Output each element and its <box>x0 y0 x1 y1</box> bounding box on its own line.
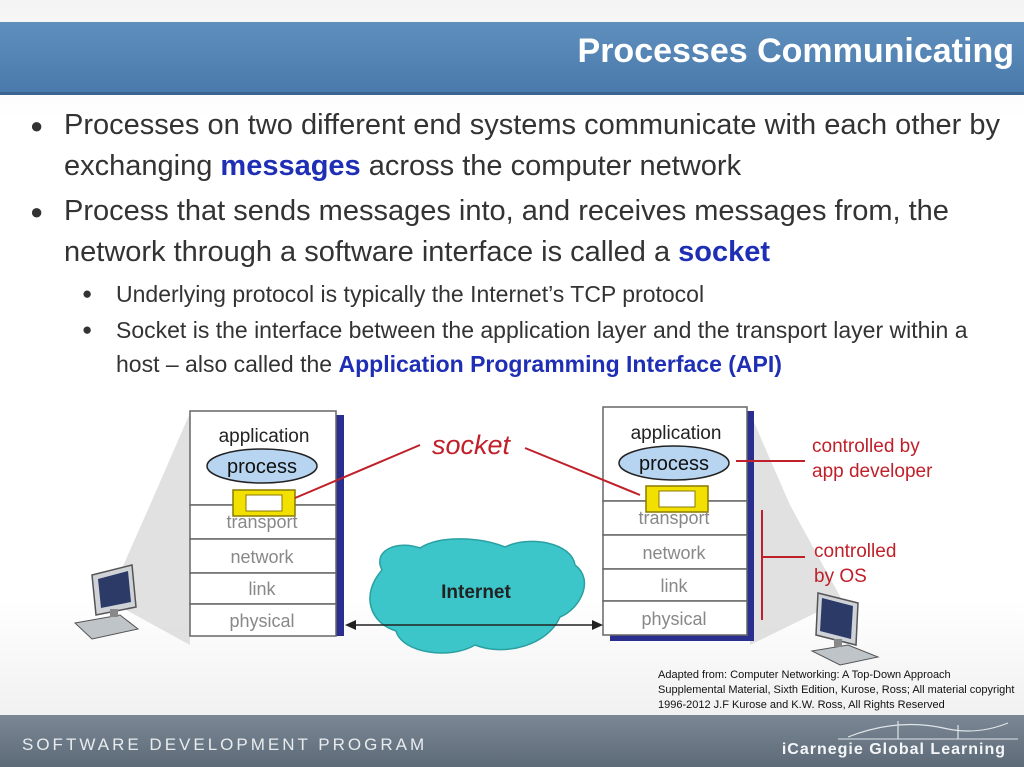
right-computer-icon <box>810 592 880 666</box>
right-socket-icon <box>645 485 709 513</box>
bullet-2: ● Process that sends messages into, and … <box>30 191 1000 273</box>
footer-brand-logo: iCarnegie Global Learning <box>781 741 1006 758</box>
footer-program-name: SOFTWARE DEVELOPMENT PROGRAM <box>22 735 428 754</box>
bullet-2-highlight: socket <box>678 236 771 268</box>
right-layer-physical: physical <box>641 609 706 629</box>
left-process-oval <box>206 448 318 484</box>
left-layer-link: link <box>248 579 276 599</box>
sub-bullet-2: ● Socket is the interface between the ap… <box>30 313 1000 381</box>
socket-label: socket <box>432 430 512 460</box>
right-layer-process: process <box>639 453 709 475</box>
left-protocol-stack: application process transport network li… <box>189 410 344 637</box>
internet-label: Internet <box>441 582 511 603</box>
right-layer-transport: transport <box>638 508 709 528</box>
left-layer-network: network <box>230 547 294 567</box>
socket-pointer-left <box>294 444 421 499</box>
bullet-1-highlight: messages <box>220 150 361 182</box>
sub-bullet-1-text: Underlying protocol is typically the Int… <box>116 281 705 307</box>
footer-bar: SOFTWARE DEVELOPMENT PROGRAM iCarnegie G… <box>0 715 1024 767</box>
right-layer-network: network <box>642 543 706 563</box>
slide-title: Processes Communicating <box>577 32 1014 70</box>
os-callout-line1: controlled <box>814 541 896 562</box>
left-layer-transport: transport <box>226 512 297 532</box>
sub-bullet-1: ● Underlying protocol is typically the I… <box>30 277 1000 311</box>
sub-bullet-2-highlight: Application Programming Interface (API) <box>338 351 782 377</box>
bullet-1: ● Processes on two different end systems… <box>30 105 1000 187</box>
right-protocol-stack: application process transport network li… <box>602 406 754 641</box>
os-callout-line2: by OS <box>814 566 867 587</box>
title-bar: Processes Communicating <box>0 22 1024 95</box>
right-layer-application: application <box>631 423 722 444</box>
bullet-2-text: Process that sends messages into, and re… <box>64 195 949 268</box>
right-wedge <box>750 413 842 645</box>
sub-bullet-dot-icon: ● <box>82 284 93 303</box>
bullet-dot-icon: ● <box>30 199 44 224</box>
right-process-oval <box>618 445 730 481</box>
left-layer-application: application <box>219 426 310 447</box>
socket-diagram: application process transport network li… <box>73 406 933 666</box>
bullet-dot-icon: ● <box>30 113 44 138</box>
left-computer-icon <box>73 564 140 640</box>
left-layer-physical: physical <box>229 611 294 631</box>
socket-pointer-right <box>524 447 641 496</box>
left-layer-process: process <box>227 456 297 478</box>
bullet-list: ● Processes on two different end systems… <box>30 105 1000 381</box>
sub-bullet-dot-icon: ● <box>82 320 93 339</box>
sub-bullet-2-text: Socket is the interface between the appl… <box>116 317 968 377</box>
bullet-1-text-end: across the computer network <box>360 150 742 182</box>
attribution-note: Adapted from: Computer Networking: A Top… <box>658 669 1015 711</box>
bridge-logo-icon <box>838 721 1018 740</box>
bullet-1-text: Processes on two different end systems c… <box>64 109 1000 182</box>
app-callout-line2: app developer <box>812 461 933 482</box>
app-callout-line1: controlled by <box>812 436 920 457</box>
right-layer-link: link <box>660 576 688 596</box>
